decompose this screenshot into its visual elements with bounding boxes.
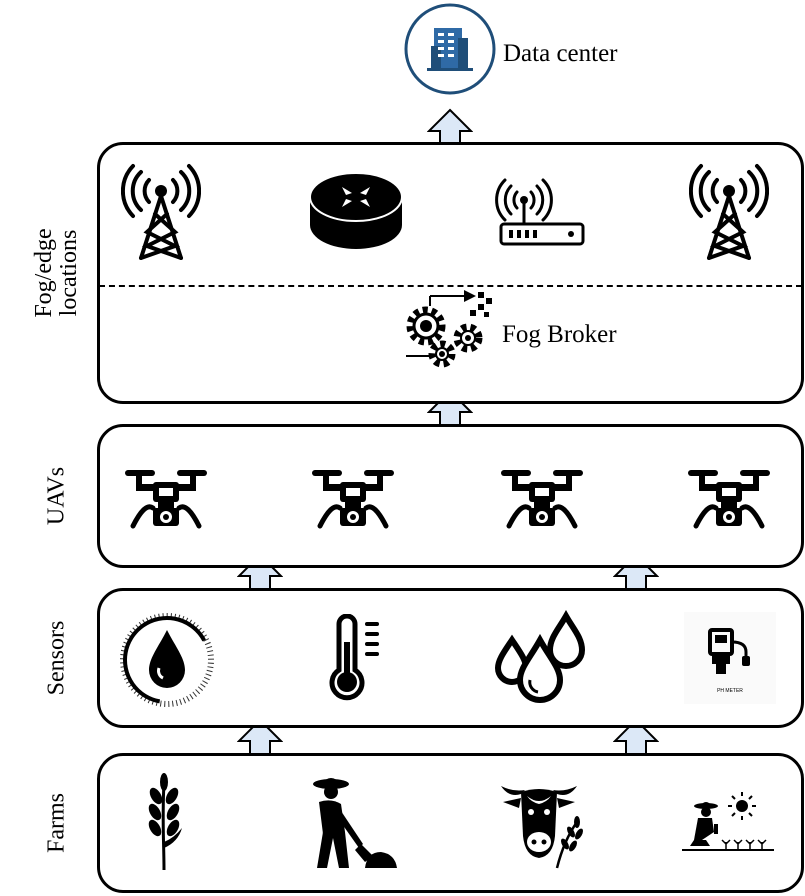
data-center-node xyxy=(403,2,497,96)
moisture-gauge-icon xyxy=(120,613,214,707)
ph-meter-caption: PH METER xyxy=(717,688,743,694)
drone-icon xyxy=(121,462,211,532)
uav-panel xyxy=(97,424,804,568)
fog-divider xyxy=(99,285,802,287)
fog-edge-panel xyxy=(97,142,804,404)
antenna-tower-icon xyxy=(689,164,769,260)
water-drops-icon xyxy=(494,610,586,703)
router-icon xyxy=(309,172,403,249)
building-icon xyxy=(404,3,496,95)
fog-edge-label-line2: locations xyxy=(56,229,82,317)
drone-icon xyxy=(497,462,587,532)
uav-label: UAVs xyxy=(43,466,70,526)
drone-icon xyxy=(684,462,774,532)
drone-icon xyxy=(308,462,398,532)
thermometer-icon xyxy=(329,614,379,701)
gears-broker-icon xyxy=(406,290,492,368)
ph-meter-icon: PH METER xyxy=(684,612,776,704)
farmer-field-icon xyxy=(682,792,774,851)
farms-label: Farms xyxy=(43,793,70,853)
wifi-router-icon xyxy=(495,178,585,246)
data-center-label: Data center xyxy=(503,40,618,67)
wheat-icon xyxy=(148,773,182,871)
fog-edge-label-line1: Fog/edge xyxy=(30,228,57,318)
sensors-label: Sensors xyxy=(43,620,70,696)
fog-broker-label: Fog Broker xyxy=(502,321,617,348)
cow-icon xyxy=(501,786,583,869)
fog-edge-label: Fog/edge locations xyxy=(30,228,82,318)
antenna-tower-icon xyxy=(121,164,201,260)
farms-panel xyxy=(97,753,804,893)
farmer-shovel-icon xyxy=(313,778,397,868)
